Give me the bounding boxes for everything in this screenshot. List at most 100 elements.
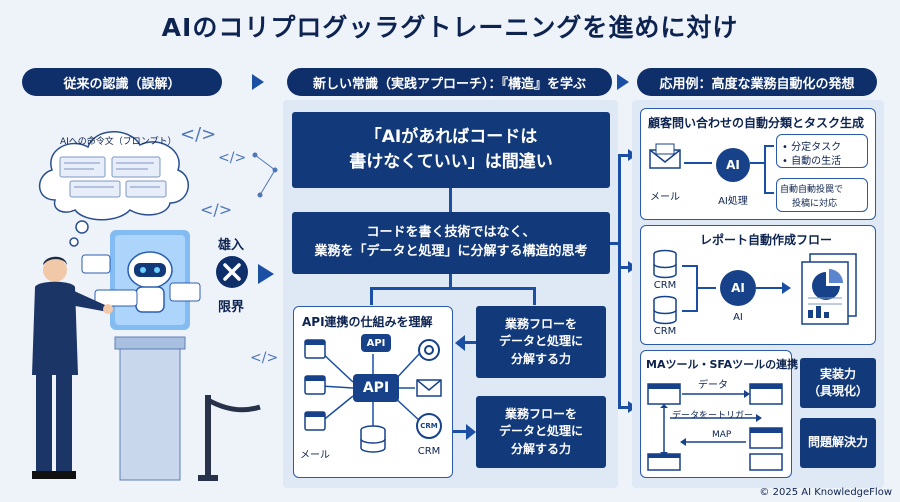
report-document-icon: [801, 253, 857, 325]
window-icon: [647, 383, 681, 405]
card3-title: MAツール・SFAツールの連携: [646, 358, 799, 371]
mail-icon: [649, 143, 681, 169]
calendar-icon: [304, 411, 326, 431]
connector: [764, 145, 774, 147]
ai-chip-icon: AI: [716, 148, 750, 182]
ma-sfa-diagram: [647, 383, 783, 471]
api-label-crm: CRM: [417, 446, 441, 457]
calendar-icon: [304, 339, 326, 359]
skill2-line3: 分解する力: [510, 441, 571, 456]
column-header-middle: 新しい常識（実践アプローチ）：『構造』を学ぶ: [287, 68, 612, 96]
card1-output-reply: [776, 178, 868, 212]
code-icon: </>: [180, 124, 217, 145]
api-diagram: [304, 339, 442, 453]
header-arrow-2: [617, 74, 629, 90]
header-arrow-1: [252, 74, 264, 90]
card1-out3-line2: 投稿に対応: [792, 199, 838, 209]
card1-output-tasks: [776, 134, 868, 168]
ai-chip-icon: AI: [720, 270, 756, 306]
chip1-line2: （具現化）: [807, 384, 868, 398]
connector: [533, 287, 536, 305]
card1-title: 顧客問い合わせの自動分類とタスク生成: [648, 116, 865, 130]
skill-box-2: 業務フローを データと処理に 分解する力: [476, 396, 606, 468]
api-label-mail: メール: [300, 450, 330, 461]
skill2-line1: 業務フローを: [504, 406, 577, 421]
connector: [449, 274, 452, 288]
crm-icon: [416, 413, 442, 439]
card2-crm1: CRM: [653, 280, 677, 291]
window-icon: [749, 383, 783, 405]
database-icon: [360, 425, 386, 453]
api-center-node: API: [353, 374, 399, 402]
skill1-line2: データと処理に: [498, 334, 583, 349]
close-icon: [216, 256, 248, 288]
at-icon: [418, 339, 440, 361]
card1-out3-line1: 自動自動投罠で: [780, 185, 844, 195]
skill2-line2: データと処理に: [498, 424, 583, 439]
card1-ai-label: AI処理: [718, 196, 748, 207]
card2-title: レポート自動作成フロー: [700, 233, 833, 247]
bubble-title: AIへの命令文（プロンプト）: [60, 137, 177, 147]
connector: [684, 162, 712, 164]
api-card-title: API連携の仕組みを理解: [302, 315, 433, 329]
network-decoration: [252, 152, 278, 198]
connector: [618, 406, 630, 409]
window-icon: [749, 427, 783, 449]
connector: [756, 287, 784, 289]
page-title: AIのコリプログッラグトレーニングを進めに対け: [161, 13, 739, 42]
connector: [682, 265, 696, 267]
window-icon: [647, 453, 681, 471]
connector: [370, 287, 373, 305]
arrow-left-icon: [455, 335, 465, 351]
core-line2: 業務を「データと処理」に分解する構造的思考: [314, 244, 588, 259]
barrier-label-top: 雄入: [218, 238, 245, 253]
arrow-right-icon: [466, 424, 476, 440]
person-robot-illustration: [32, 230, 261, 481]
thought-cloud: [38, 131, 189, 247]
connector: [453, 430, 467, 433]
arrow-right-icon: [258, 264, 274, 284]
chip-implementation: 実装力 （具現化）: [800, 358, 876, 408]
calendar-icon: [304, 375, 326, 395]
footer-copyright: © 2025 AI KnowledgeFlow: [759, 487, 892, 498]
connector: [449, 188, 452, 212]
column-header-left: 従来の認識（誤解）: [22, 68, 222, 96]
card2-ai-label: AI: [733, 312, 743, 323]
card2-crm2: CRM: [653, 326, 677, 337]
misconception-box: 「AIがあればコードは 書けなくていい」は間違い: [292, 112, 610, 188]
database-icon: [653, 249, 677, 279]
connector: [464, 341, 476, 344]
connector: [764, 145, 766, 193]
card3-data-label: データ: [698, 380, 728, 391]
connector: [618, 154, 630, 157]
card3-map-label: MAP: [712, 430, 732, 440]
core-line1: コードを書く技術ではなく、: [366, 225, 536, 241]
connector: [618, 266, 630, 269]
arrow-right-icon: [782, 282, 791, 294]
skill-box-1: 業務フローを データと処理に 分解する力: [476, 306, 606, 378]
core-concept-box: コードを書く技術ではなく、 業務を「データと処理」に分解する構造的思考: [292, 212, 610, 274]
code-icon: </>: [200, 200, 233, 219]
connector: [750, 162, 764, 164]
connector: [370, 287, 535, 290]
connector: [610, 242, 620, 245]
card3-trigger-label: データをートリガー: [672, 411, 754, 421]
connector: [764, 192, 774, 194]
api-top-node: API: [361, 334, 391, 352]
database-icon: [653, 295, 677, 325]
skill1-line1: 業務フローを: [504, 316, 577, 331]
connector: [618, 154, 621, 408]
crm-icon-label: CRM: [420, 422, 438, 430]
card1-out1: • 分定タスク: [782, 142, 842, 153]
mail-icon: [416, 379, 442, 397]
misconception-line2: 書けなくていい」は間違い: [349, 152, 553, 172]
misconception-line1: 「AIがあればコードは: [364, 127, 538, 148]
connector: [696, 287, 716, 289]
card1-mail-label: メール: [650, 192, 680, 203]
barrier-label-bottom: 限界: [218, 300, 245, 315]
code-icon: </>: [250, 350, 279, 366]
skill1-line3: 分解する力: [510, 351, 571, 366]
card1-out2: • 自動の生活: [782, 156, 842, 167]
column-header-right: 応用例：高度な業務自動化の発想: [637, 68, 877, 96]
chip-problem-solving: 問題解決力: [800, 418, 876, 468]
